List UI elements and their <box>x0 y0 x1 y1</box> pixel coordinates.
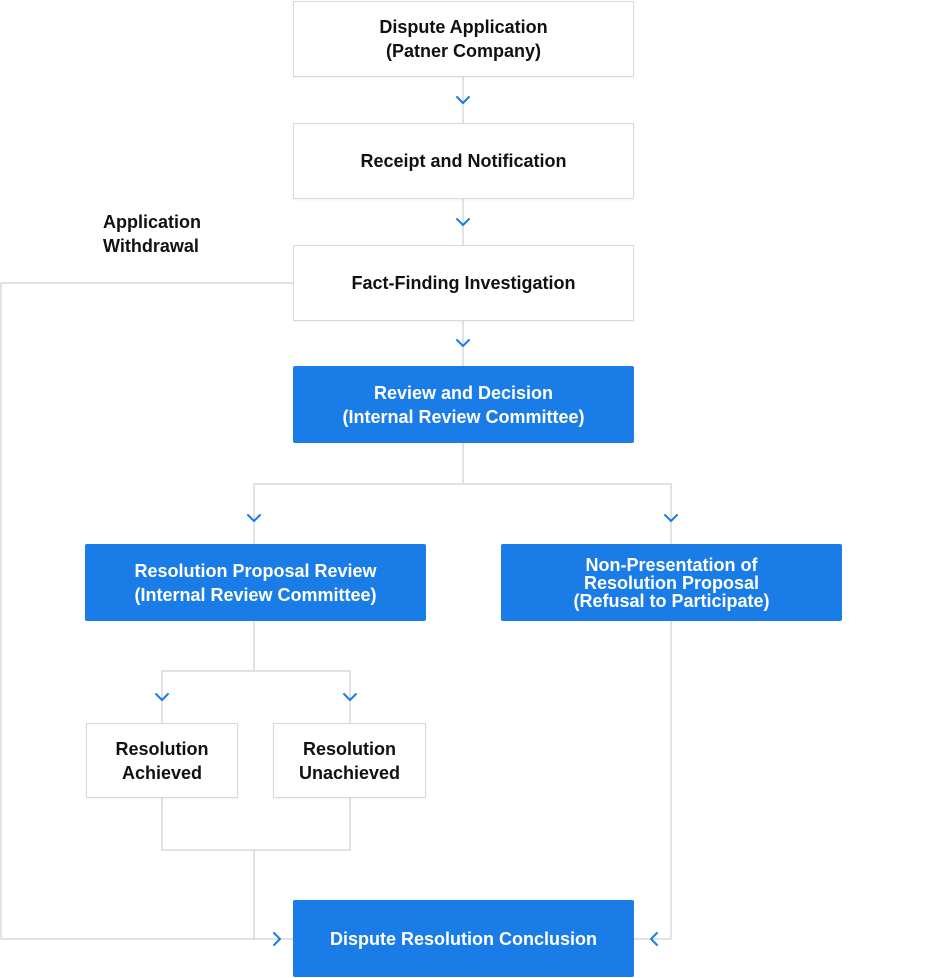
connector-withdrawal <box>0 282 293 940</box>
arrow-down-icon <box>343 693 357 701</box>
dispute-application-box: Dispute Application (Patner Company) <box>293 1 634 77</box>
box-line: (Internal Review Committee) <box>342 406 585 427</box>
review-decision-box: Review and Decision (Internal Review Com… <box>293 366 634 443</box>
box-line: Receipt and Notification <box>360 151 567 171</box>
connector-branch-left <box>253 483 463 544</box>
box-line: Dispute Application <box>379 17 548 37</box>
resolution-unachieved-box: Resolution Unachieved <box>273 723 426 798</box>
label-line: Withdrawal <box>103 236 199 256</box>
box-line: Unachieved <box>298 762 401 783</box>
connector-outcomes-merge <box>161 798 351 851</box>
dispute-resolution-conclusion-box: Dispute Resolution Conclusion <box>293 900 634 977</box>
box-line: (Internal Review Committee) <box>134 584 377 605</box>
box-line: Resolution <box>115 738 209 759</box>
arrow-down-icon <box>247 514 261 522</box>
box-line: Fact-Finding Investigation <box>351 273 576 293</box>
connector-branch-right <box>463 483 672 544</box>
box-line: Resolution <box>302 738 396 759</box>
box-line: Resolution Proposal <box>583 572 759 593</box>
connector-to-achieved <box>161 670 254 723</box>
receipt-notification-box: Receipt and Notification <box>293 123 634 199</box>
resolution-proposal-review-box: Resolution Proposal Review (Internal Rev… <box>85 544 426 621</box>
arrow-down-icon <box>456 339 470 347</box>
box-line: Non-Presentation of <box>585 554 758 575</box>
connector-merge-conclusion <box>253 850 293 940</box>
box-line: (Patner Company) <box>385 41 542 61</box>
connector-refusal-conclusion <box>634 621 672 940</box>
box-line: Dispute Resolution Conclusion <box>329 928 597 949</box>
arrow-down-icon <box>456 218 470 226</box>
arrow-left-icon <box>650 932 658 946</box>
arrow-down-icon <box>664 514 678 522</box>
application-withdrawal-label: Application Withdrawal <box>103 210 201 258</box>
connector-to-unachieved <box>254 670 351 723</box>
box-line: (Refusal to Participate) <box>573 590 770 611</box>
arrow-down-icon <box>456 96 470 104</box>
box-line: Review and Decision <box>373 382 554 403</box>
box-line: Achieved <box>121 762 203 783</box>
arrow-down-icon <box>155 693 169 701</box>
resolution-achieved-box: Resolution Achieved <box>86 723 238 798</box>
label-line: Application <box>103 212 201 232</box>
box-line: Resolution Proposal Review <box>134 560 377 581</box>
arrow-right-icon <box>273 932 281 946</box>
non-presentation-box: Non-Presentation of Resolution Proposal … <box>501 544 842 621</box>
fact-finding-box: Fact-Finding Investigation <box>293 245 634 321</box>
